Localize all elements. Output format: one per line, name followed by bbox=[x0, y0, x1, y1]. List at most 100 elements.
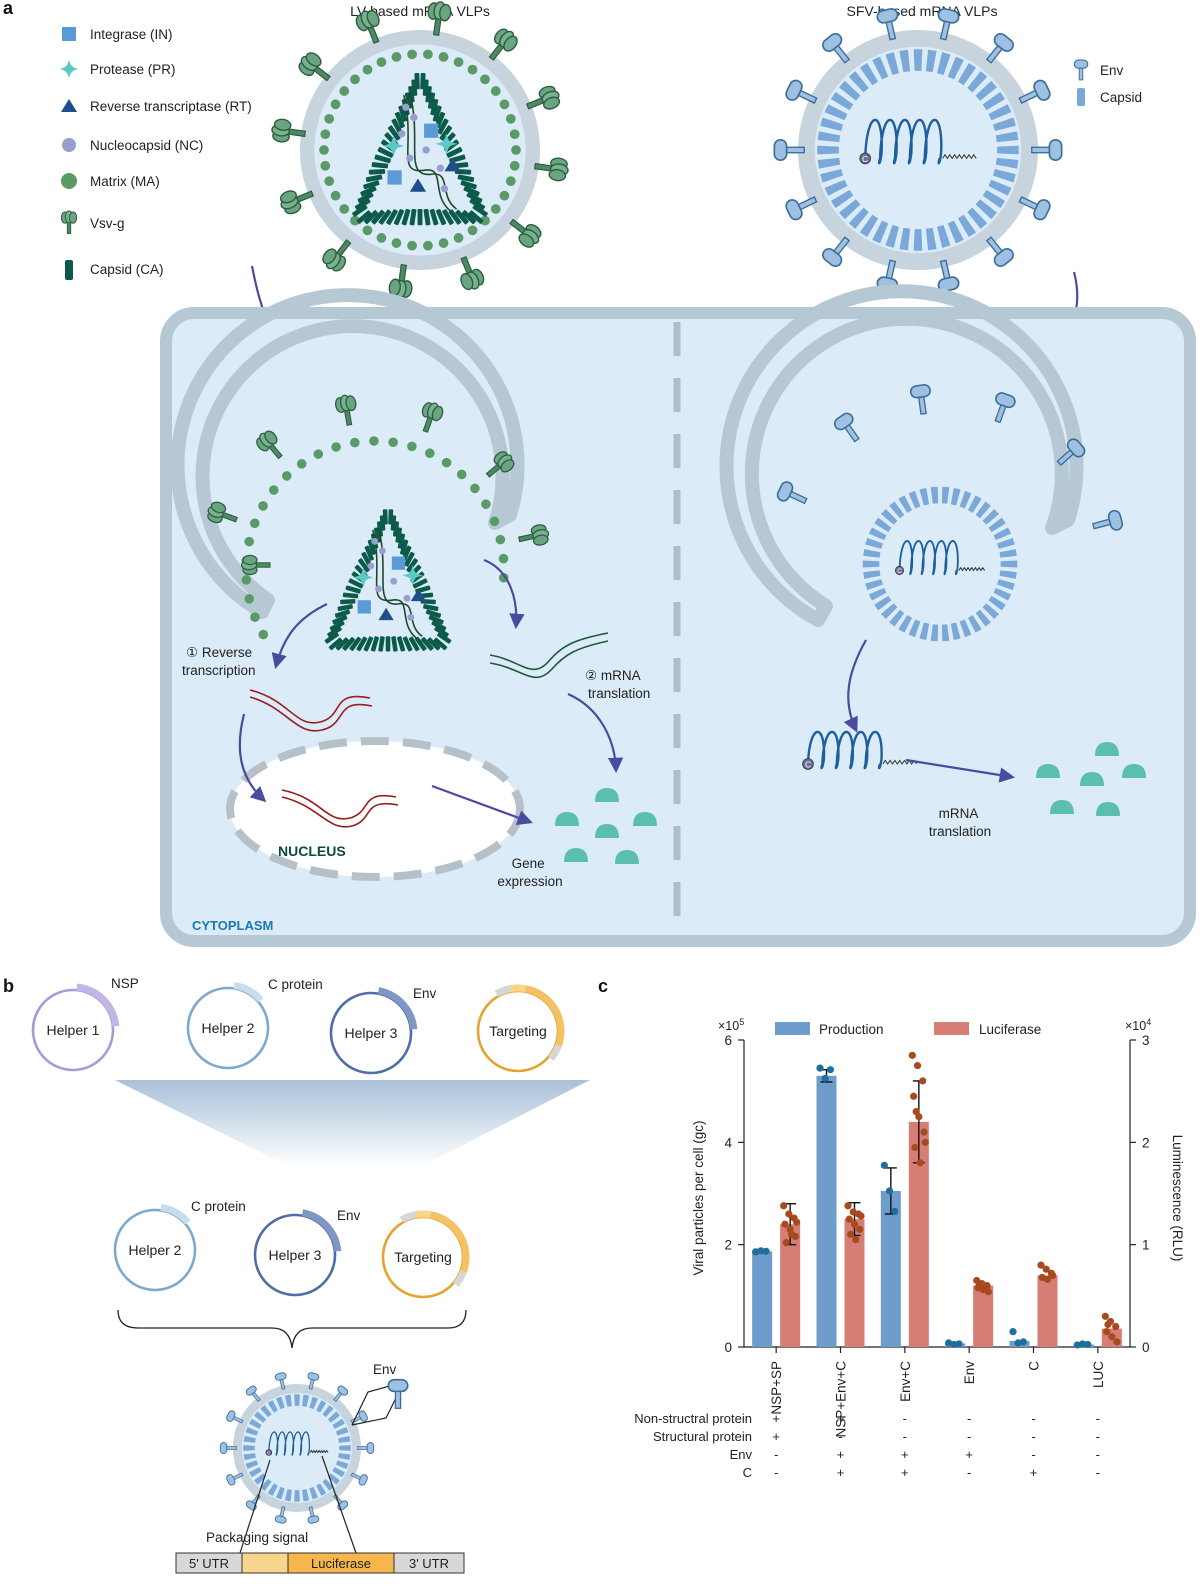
capsid-protein bbox=[429, 208, 439, 226]
table-cell: + bbox=[901, 1447, 909, 1462]
integrase-square bbox=[357, 600, 371, 614]
y-right-tick-label: 0 bbox=[1142, 1340, 1150, 1355]
cytoplasm-label: CYTOPLASM bbox=[192, 918, 273, 933]
plasmid-insert-arc bbox=[509, 984, 527, 993]
capsid-segment bbox=[859, 214, 879, 238]
plasmid-ring bbox=[186, 986, 270, 1070]
table-cell: - bbox=[1031, 1447, 1035, 1462]
matrix-dot bbox=[467, 64, 478, 75]
construct-label: Luciferase bbox=[311, 1556, 371, 1571]
capsid-segment bbox=[982, 508, 999, 525]
matrix-dot bbox=[490, 86, 501, 96]
capsid-protein bbox=[446, 146, 463, 158]
table-cell: + bbox=[772, 1411, 780, 1426]
legend-label-production: Production bbox=[819, 1022, 884, 1037]
nucleocapsid-dot bbox=[406, 154, 414, 162]
capsid-segment bbox=[997, 145, 1019, 155]
plasmid-ring bbox=[329, 991, 413, 1075]
matrix-dot bbox=[376, 57, 387, 67]
capsid-segment bbox=[863, 549, 881, 558]
matrix-dot bbox=[423, 49, 433, 60]
capsid-segment bbox=[975, 199, 997, 220]
y-right-tick-label: 1 bbox=[1142, 1238, 1150, 1253]
capsid-segment bbox=[999, 570, 1017, 579]
capsid-protein bbox=[378, 209, 392, 225]
capsid-protein bbox=[324, 632, 339, 644]
table-cell: + bbox=[965, 1447, 973, 1462]
capsid-segment bbox=[335, 1426, 349, 1436]
capsid-segment bbox=[997, 537, 1015, 549]
table-row-label: C bbox=[743, 1465, 752, 1480]
polya-tail bbox=[958, 566, 986, 572]
sfv-vlp-title: SFV-based mRNA VLPs bbox=[847, 3, 998, 19]
data-point bbox=[1009, 1328, 1017, 1336]
capsid-protein bbox=[334, 609, 351, 618]
capsid-protein bbox=[434, 626, 449, 638]
plasmid-insert-arc bbox=[524, 985, 565, 1047]
matrix-dot bbox=[319, 145, 329, 155]
rt-triangle bbox=[378, 607, 394, 621]
capsid-segment bbox=[260, 1478, 272, 1491]
data-point bbox=[984, 1288, 992, 1296]
data-point bbox=[908, 1051, 916, 1059]
capsid-protein bbox=[433, 637, 448, 651]
capsid-segment bbox=[957, 214, 977, 238]
table-cell: - bbox=[1096, 1429, 1100, 1444]
capsid-segment bbox=[889, 501, 905, 519]
capsid-protein bbox=[398, 105, 408, 122]
capsid-segment bbox=[817, 131, 841, 143]
capsid-segment bbox=[947, 56, 964, 80]
capsid-protein bbox=[430, 98, 439, 116]
capsid-protein bbox=[363, 180, 380, 190]
arrow-gene-expression bbox=[431, 784, 533, 825]
data-point bbox=[821, 1074, 829, 1082]
capsid-segment bbox=[999, 549, 1017, 558]
capsid-protein bbox=[367, 539, 377, 555]
arrow-mrna-translation bbox=[567, 692, 624, 774]
capsid-protein bbox=[356, 636, 368, 652]
capsid-protein bbox=[395, 527, 403, 543]
legend-label: Integrase (IN) bbox=[90, 27, 173, 42]
capsid-protein bbox=[408, 636, 420, 652]
capsid-segment bbox=[243, 1435, 256, 1443]
capsid-protein bbox=[404, 92, 413, 109]
matrix-dot bbox=[268, 485, 279, 495]
capsid-segment bbox=[908, 490, 921, 509]
matrix-dot bbox=[362, 64, 373, 75]
nucleocapsid-dot bbox=[378, 547, 386, 555]
matrix-dot bbox=[350, 215, 360, 226]
capsid-protein bbox=[437, 632, 452, 644]
nucleus bbox=[226, 737, 524, 881]
capsid-protein bbox=[472, 204, 488, 217]
arrow-reverse-transcription bbox=[271, 603, 328, 669]
capsid-segment bbox=[982, 603, 999, 620]
nucleocapsid-dot bbox=[407, 613, 415, 621]
cap-dot bbox=[802, 758, 814, 770]
y-left-tick-label: 0 bbox=[724, 1340, 732, 1355]
data-point bbox=[847, 1230, 855, 1239]
protease-star bbox=[435, 132, 458, 156]
protease-star bbox=[402, 565, 424, 586]
plasmid-insert-arc bbox=[429, 1211, 470, 1273]
capsid-segment bbox=[848, 207, 869, 229]
capsid-segment bbox=[824, 179, 848, 196]
bar-luciferase bbox=[1037, 1275, 1058, 1347]
table-cell: - bbox=[774, 1465, 778, 1480]
table-cell: - bbox=[1096, 1411, 1100, 1426]
sfv-vlp-fusing: C bbox=[774, 383, 1125, 644]
table-cell: - bbox=[774, 1447, 778, 1462]
nucleocapsid-dot bbox=[367, 562, 375, 570]
matrix-dot bbox=[330, 99, 341, 110]
capsid-segment bbox=[992, 169, 1016, 183]
capsid-segment bbox=[322, 1405, 334, 1418]
legend-swatch-luciferase bbox=[934, 1022, 969, 1035]
y-left-tick-label: 6 bbox=[724, 1033, 732, 1048]
lavender-dot-icon bbox=[62, 138, 76, 152]
matrix-dot bbox=[481, 499, 491, 509]
arrow-to-nucleus bbox=[238, 713, 267, 803]
data-point bbox=[1019, 1338, 1027, 1346]
matrix-dot bbox=[313, 449, 324, 459]
label-mrna-translation-right: mRNA translation bbox=[929, 806, 991, 839]
capsid-segment bbox=[862, 560, 880, 568]
